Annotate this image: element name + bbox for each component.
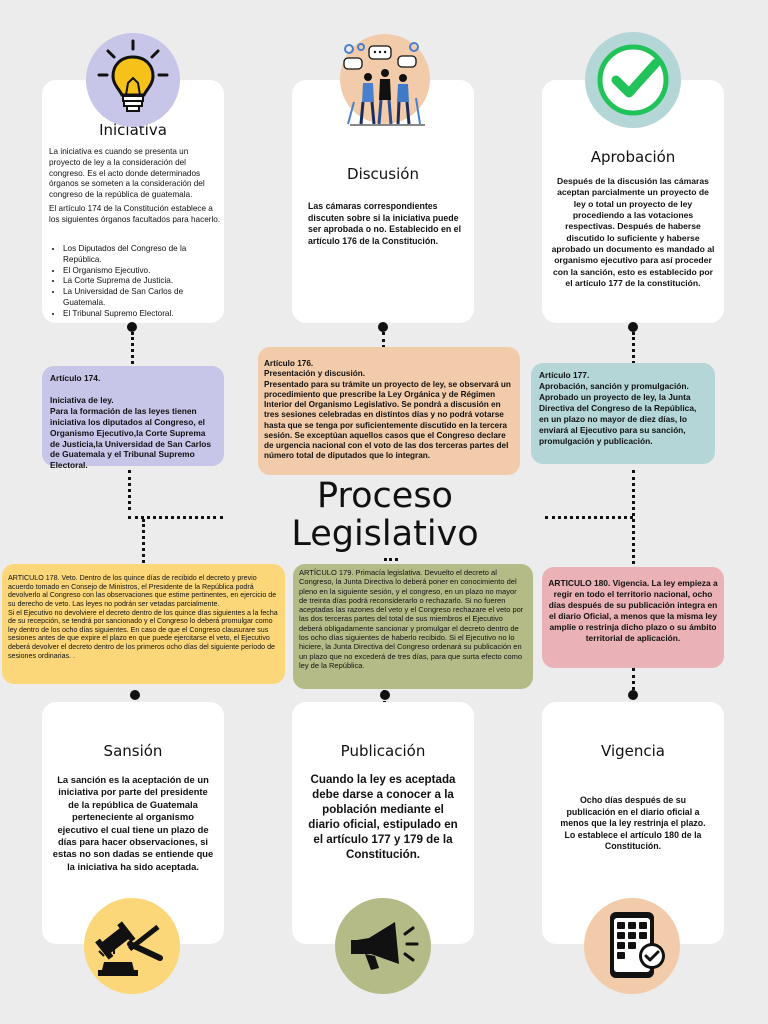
connector-dot xyxy=(380,690,390,700)
page-title: Proceso Legislativo xyxy=(250,476,520,554)
connector-line xyxy=(384,558,398,561)
iniciativa-organ-list: Los Diputados del Congreso de la Repúbli… xyxy=(51,244,219,320)
connector-line xyxy=(128,516,223,519)
discussion-icon-badge xyxy=(340,34,430,126)
note-articulo-176: Artículo 176. Presentación y discusión. … xyxy=(258,347,520,475)
card-discusion: Discusión Las cámaras correspondientes d… xyxy=(292,80,474,323)
connector-dot xyxy=(127,322,137,332)
card-title-discusion: Discusión xyxy=(347,165,419,183)
note-articulo-178: ARTICULO 178. Veto. Dentro de los quince… xyxy=(2,564,285,684)
lightbulb-icon-badge xyxy=(86,33,180,127)
card-title-iniciativa: Iniciativa xyxy=(99,121,167,139)
note-articulo-174: Artículo 174. Iniciativa de ley. Para la… xyxy=(42,366,224,470)
gavel-icon xyxy=(95,921,163,976)
note-articulo-179-text: ARTÍCULO 179. Primacía legislativa. Devu… xyxy=(299,568,524,670)
note-articulo-179: ARTÍCULO 179. Primacía legislativa. Devu… xyxy=(293,564,533,689)
iniciativa-paragraph-2: El artículo 174 de la Constitución estab… xyxy=(49,204,221,224)
connector-line xyxy=(632,470,635,564)
megaphone-icon-badge xyxy=(335,898,431,994)
list-item: El Organismo Ejecutivo. xyxy=(63,266,219,277)
connector-dot xyxy=(378,322,388,332)
connector-dot xyxy=(628,690,638,700)
list-item: La Corte Suprema de Justicia. xyxy=(63,276,219,287)
publicacion-text: Cuando la ley es aceptada debe darse a c… xyxy=(308,773,458,862)
note-articulo-178-text: ARTICULO 178. Veto. Dentro de los quince… xyxy=(8,574,278,660)
calendar-icon-badge xyxy=(584,898,680,994)
note-articulo-177-text: Artículo 177. Aprobación, sanción y prom… xyxy=(539,370,697,446)
card-title-sansion: Sansión xyxy=(103,742,163,760)
iniciativa-paragraph-1: La iniciativa es cuando se presenta un p… xyxy=(49,147,205,200)
page-title-line-2: Legislativo xyxy=(291,513,479,554)
check-icon-badge xyxy=(585,32,681,128)
people-discussion-icon xyxy=(343,42,425,126)
connector-line xyxy=(128,470,131,510)
aprobacion-text: Después de la discusión las cámaras acep… xyxy=(551,176,715,289)
note-articulo-174-text: Artículo 174. Iniciativa de ley. Para la… xyxy=(50,373,212,471)
checkmark-icon xyxy=(597,44,669,116)
sansion-text: La sanción es la aceptación de un inicia… xyxy=(52,774,214,872)
note-articulo-177: Artículo 177. Aprobación, sanción y prom… xyxy=(531,363,715,464)
connector-line xyxy=(632,668,635,690)
megaphone-icon xyxy=(351,922,419,970)
page-title-line-1: Proceso xyxy=(317,476,453,516)
list-item: Los Diputados del Congreso de la Repúbli… xyxy=(63,244,219,266)
card-title-vigencia: Vigencia xyxy=(601,742,665,760)
connector-line xyxy=(632,332,635,364)
list-item: La Universidad de San Carlos de Guatemal… xyxy=(63,287,219,309)
connector-dot xyxy=(628,322,638,332)
lightbulb-icon xyxy=(97,39,169,112)
connector-line xyxy=(142,519,145,563)
gavel-icon-badge xyxy=(84,898,180,994)
note-articulo-180: ARTICULO 180. Vigencia. La ley empieza a… xyxy=(542,567,724,668)
connector-line xyxy=(131,332,134,364)
card-title-aprobacion: Aprobación xyxy=(590,148,676,166)
note-articulo-176-text: Artículo 176. Presentación y discusión. … xyxy=(264,359,511,461)
list-item: El Tribunal Supremo Electoral. xyxy=(63,309,219,320)
connector-line xyxy=(382,332,385,348)
connector-line xyxy=(545,516,633,519)
calendar-check-icon xyxy=(610,912,665,978)
discusion-text: Las cámaras correspondientes discuten so… xyxy=(308,201,462,246)
connector-dot xyxy=(130,690,140,700)
vigencia-text: Ocho días después de su publicación en e… xyxy=(560,795,706,852)
note-articulo-180-text: ARTICULO 180. Vigencia. La ley empieza a… xyxy=(548,578,718,643)
card-title-publicacion: Publicación xyxy=(340,742,426,760)
